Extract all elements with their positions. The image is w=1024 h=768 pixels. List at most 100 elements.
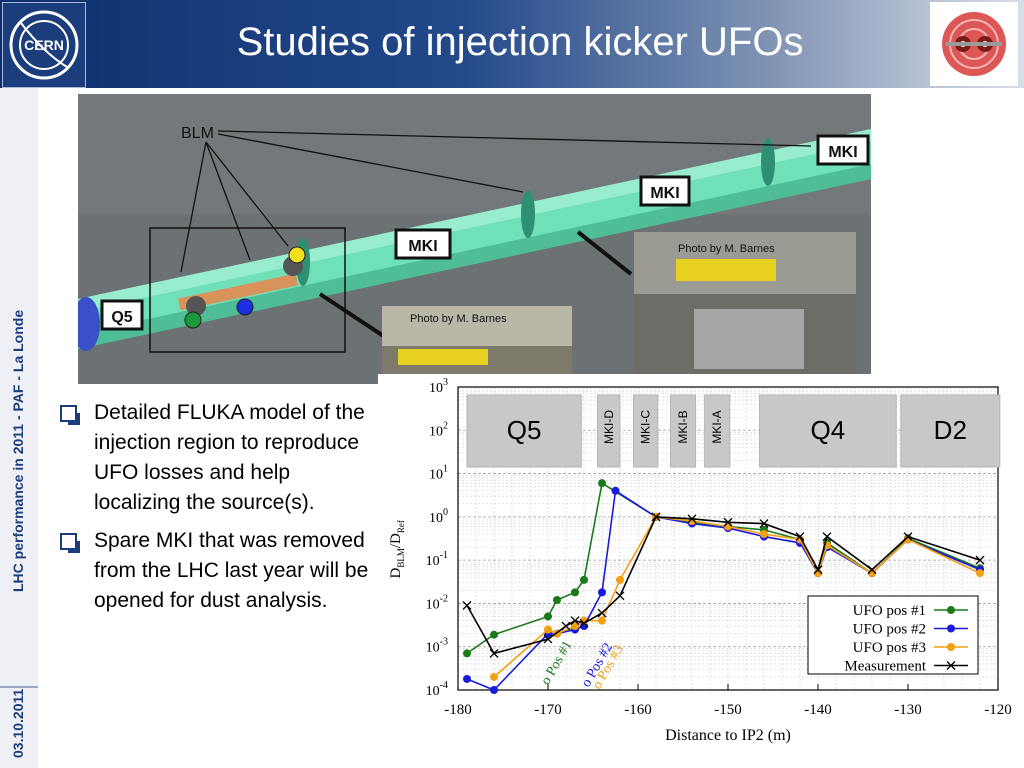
element-label: MKI-B	[676, 410, 690, 443]
marker-stroke	[489, 648, 499, 658]
legend-label: UFO pos #1	[853, 603, 926, 619]
measurement-point	[462, 600, 472, 610]
measurement-point	[759, 519, 769, 529]
data-point	[544, 625, 552, 634]
marker-stroke	[813, 565, 823, 575]
measurement-point	[867, 565, 877, 575]
element-label: Q5	[507, 415, 542, 445]
ufo-pos-3-marker	[288, 246, 306, 264]
data-point	[571, 622, 579, 631]
photo-credit-2: Photo by M. Barnes	[678, 243, 775, 255]
element-box-mki-c: MKI-C	[633, 394, 659, 468]
data-point	[724, 522, 732, 531]
element-box-mki-a: MKI-A	[704, 394, 731, 468]
data-point	[553, 596, 561, 605]
measurement-point	[579, 618, 589, 628]
sidebar-date: 03.10.2011	[10, 688, 26, 758]
measurement-point	[822, 532, 832, 542]
q5-magnet-end	[78, 297, 100, 351]
data-point	[571, 588, 579, 597]
y-tick-label: 10-4	[426, 680, 448, 699]
legend-marker	[947, 624, 955, 633]
data-point	[490, 630, 498, 639]
legend-marker	[946, 661, 956, 670]
plot-frame	[457, 386, 999, 691]
bullet-list: Detailed FLUKA model of the injection re…	[60, 398, 380, 624]
marker-stroke	[946, 661, 956, 670]
chart-svg: 10-410-310-210-1100101102103-180-170-160…	[378, 374, 1024, 768]
mki-label-1: MKI	[408, 238, 437, 255]
marker-stroke	[822, 532, 832, 542]
measurement-point	[795, 532, 805, 542]
x-tick-label: -140	[804, 702, 832, 718]
y-axis-label: DBLM/DRef	[388, 520, 406, 578]
data-point	[463, 674, 471, 683]
measurement-point	[615, 591, 625, 601]
x-axis-label: Distance to IP2 (m)	[665, 727, 791, 744]
data-point	[463, 649, 471, 658]
marker-stroke	[759, 519, 769, 529]
marker-stroke	[867, 565, 877, 575]
element-box-q4: Q4	[759, 394, 897, 468]
measurement-point	[651, 512, 661, 522]
marker-stroke	[462, 600, 472, 610]
element-box	[759, 394, 897, 468]
marker-stroke	[615, 591, 625, 601]
element-label: D2	[934, 415, 967, 445]
marker-stroke	[579, 618, 589, 628]
element-label: MKI-D	[602, 410, 616, 444]
marker-stroke	[795, 532, 805, 542]
data-point	[490, 686, 498, 694]
data-point	[616, 575, 624, 584]
measurement-point	[723, 517, 733, 527]
y-tick-label: 103	[429, 377, 448, 396]
q5-label: Q5	[111, 309, 132, 326]
legend-marker	[947, 606, 955, 614]
blm-label: BLM	[181, 125, 214, 142]
measurement-point	[687, 514, 697, 524]
element-box	[900, 394, 1001, 468]
element-label: MKI-A	[710, 410, 724, 443]
data-point	[611, 486, 620, 495]
mki-label-3: MKI	[828, 144, 857, 161]
marker-stroke	[561, 621, 571, 631]
x-tick-label: -160	[624, 702, 652, 718]
bullet-item: Spare MKI that was removed from the LHC …	[60, 526, 380, 616]
sidebar-title: LHC performance in 2011 - PAF - La Londe	[10, 309, 26, 592]
ufo-pos-2-marker	[236, 298, 254, 316]
measurement-point	[561, 621, 571, 631]
element-box-mki-b: MKI-B	[669, 394, 697, 468]
data-point	[760, 530, 768, 539]
slide-title: Studies of injection kicker UFOs	[236, 20, 804, 64]
x-tick-label: -130	[894, 702, 922, 718]
data-point	[598, 616, 606, 625]
marker-stroke	[687, 514, 697, 524]
inset-photo-2: Photo by M. Barnes	[634, 232, 856, 384]
square-bullet-icon	[60, 405, 80, 425]
y-tick-label: 100	[429, 507, 448, 526]
x-tick-label: -170	[534, 702, 562, 718]
y-tick-label: 101	[429, 464, 448, 483]
measurement-point	[903, 532, 913, 542]
injection-region-photo: BLM Q5 MKI MKI MKI Photo by M. Barnes	[78, 94, 871, 384]
sidebar	[0, 88, 38, 768]
data-point	[976, 569, 984, 578]
element-box-mki-d: MKI-D	[597, 394, 621, 468]
x-tick-label: -180	[444, 702, 472, 718]
data-point	[544, 612, 552, 621]
element-label: MKI-C	[639, 410, 653, 444]
marker-stroke	[975, 555, 985, 565]
square-bullet-icon	[60, 533, 80, 553]
bullet-item: Detailed FLUKA model of the injection re…	[60, 398, 380, 518]
element-box	[466, 394, 582, 468]
marker-stroke	[597, 608, 607, 618]
legend-label: Measurement	[844, 659, 926, 675]
marker-stroke	[570, 616, 580, 626]
lhc-logo	[930, 2, 1018, 86]
y-tick-label: 10-2	[426, 593, 448, 612]
y-tick-label: 10-1	[426, 550, 448, 569]
y-tick-label: 102	[429, 420, 448, 439]
measurement-point	[597, 608, 607, 618]
element-box	[633, 394, 659, 468]
sidebar-divider	[0, 686, 38, 688]
